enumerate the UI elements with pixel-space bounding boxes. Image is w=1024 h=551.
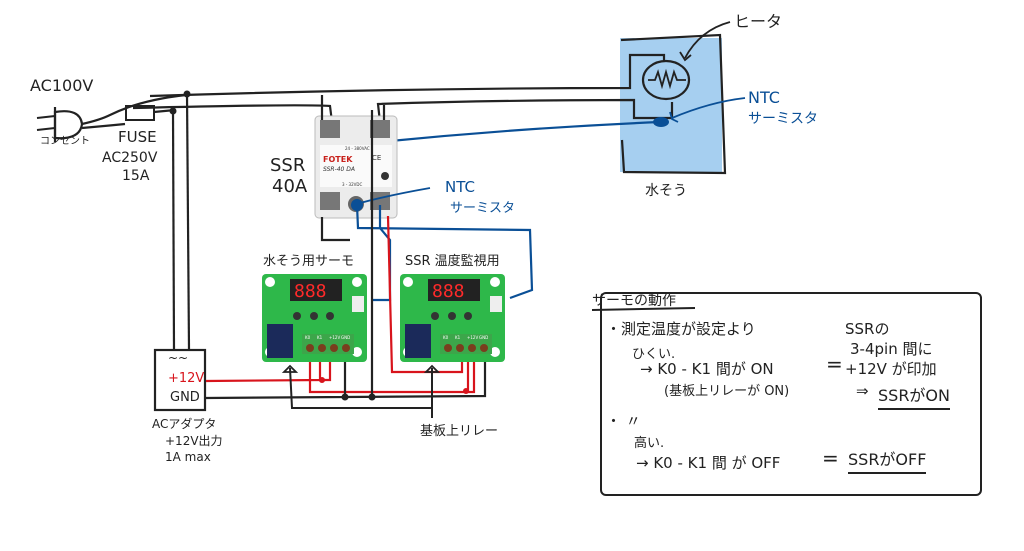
terminal-block: [302, 334, 354, 354]
heater-label: ヒータ: [734, 12, 783, 31]
svg-text:24 - 380VAC: 24 - 380VAC: [345, 146, 370, 151]
fuse-icon: [125, 105, 155, 121]
mount-hole: [403, 277, 413, 287]
tank-outline: [620, 33, 727, 175]
notes-line-3: → K0 - K1 間が ON: [640, 360, 774, 378]
terminal-screw: [330, 344, 338, 352]
button: [326, 312, 334, 320]
terminal-screw: [342, 344, 350, 352]
svg-text:3 - 32VDC: 3 - 32VDC: [342, 182, 362, 187]
adapter-12v-label: +12V: [168, 371, 205, 386]
notes-ssr-off: SSRがOFF: [848, 446, 927, 474]
terminal-label: +12V: [329, 335, 340, 340]
terminal-screw: [456, 344, 464, 352]
ssr-ntc-label-2: サーミスタ: [450, 201, 516, 216]
notes-right-2: 3-4pin 間に: [850, 340, 933, 358]
led-display: [290, 279, 342, 301]
ssr-ntc-label: NTC: [445, 178, 475, 196]
notes-line-2: ひくい.: [632, 347, 676, 362]
mount-hole: [490, 277, 500, 287]
terminal-label: +12V: [467, 335, 478, 340]
notes-right-1: SSRの: [845, 320, 890, 338]
adapter-name-label: ACアダプタ: [152, 417, 217, 431]
ssr-module: FOTEK SSR-40 DA 24 - 380VAC 3 - 32VDC CE: [314, 115, 398, 219]
notes-box: [600, 292, 982, 496]
fuse-rating-voltage: AC250V: [102, 150, 158, 166]
onboard-relay-label: 基板上リレー: [420, 424, 499, 439]
adapter-output-label: +12V出力: [165, 434, 223, 448]
tank-label: 水そう: [645, 183, 687, 199]
mount-hole: [352, 277, 362, 287]
terminal-screw: [468, 344, 476, 352]
notes-line-4: (基板上リレーが ON): [664, 384, 790, 399]
notes-line-6: 高い.: [634, 436, 665, 451]
terminal-label: K0: [305, 335, 311, 340]
mount-hole: [265, 277, 275, 287]
ac-adapter: [153, 348, 207, 412]
fuse-rating-current: 15A: [122, 168, 150, 184]
mount-hole: [490, 347, 500, 357]
sensor-connector: [490, 296, 502, 312]
tank-ntc-label: NTC: [748, 88, 780, 107]
thermo-ssr-label: SSR 温度監視用: [405, 254, 500, 269]
ssr-brand: FOTEK: [323, 155, 353, 164]
plug-icon: [36, 93, 187, 142]
notes-line-7: → K0 - K1 間 が OFF: [636, 454, 781, 472]
fuse-label: FUSE: [118, 128, 157, 146]
terminal-label: GND: [341, 335, 350, 340]
terminal-block: [440, 334, 492, 354]
heater-pointer: [684, 21, 731, 59]
relay: [405, 324, 431, 358]
button: [448, 312, 456, 320]
svg-text:CE: CE: [372, 154, 381, 162]
terminal-screw: [480, 344, 488, 352]
water-tank: [132, 21, 746, 205]
led-display: [428, 279, 480, 301]
notes-ssr-on: SSRがON: [878, 382, 950, 410]
tank-ntc-probe: [653, 117, 669, 127]
terminal-screw: [306, 344, 314, 352]
mount-hole: [352, 347, 362, 357]
display-digits: 888: [294, 281, 327, 302]
display-digits: 888: [432, 281, 465, 302]
button: [431, 312, 439, 320]
notes-title: サーモの動作: [592, 293, 676, 309]
button: [310, 312, 318, 320]
ssr-label: SSR: [270, 155, 306, 176]
relay: [267, 324, 293, 358]
ssr-rating: 40A: [272, 176, 308, 197]
tank-ntc-label-2: サーミスタ: [748, 111, 818, 127]
ac-source-label: AC100V: [30, 76, 94, 95]
adapter-max-label: 1A max: [165, 450, 211, 464]
notes-equals-2: =: [822, 446, 839, 470]
notes-right-3: +12V が印加: [845, 360, 937, 378]
terminal-screw: [318, 344, 326, 352]
adapter-gnd-label: GND: [170, 390, 200, 405]
sensor-connector: [352, 296, 364, 312]
notes-line-1: ・測定温度が設定より: [606, 320, 756, 338]
terminal-label: K0: [443, 335, 449, 340]
outlet-label: コンセント: [40, 136, 90, 147]
notes-equals-1: =: [826, 352, 843, 376]
button: [464, 312, 472, 320]
terminal-label: K1: [455, 335, 461, 340]
notes-line-5: ・ 〃: [606, 412, 641, 430]
notes-right-arrow: ⇒: [856, 382, 869, 400]
button: [293, 312, 301, 320]
terminal-screw: [444, 344, 452, 352]
heater-icon: [641, 59, 691, 101]
thermo-tank-label: 水そう用サーモ: [263, 254, 355, 269]
terminal-label: GND: [479, 335, 488, 340]
terminal-label: K1: [317, 335, 323, 340]
ssr-model: SSR-40 DA: [323, 166, 355, 173]
adapter-ac-label: ~~: [168, 351, 189, 365]
resistor-icon: [648, 68, 686, 90]
